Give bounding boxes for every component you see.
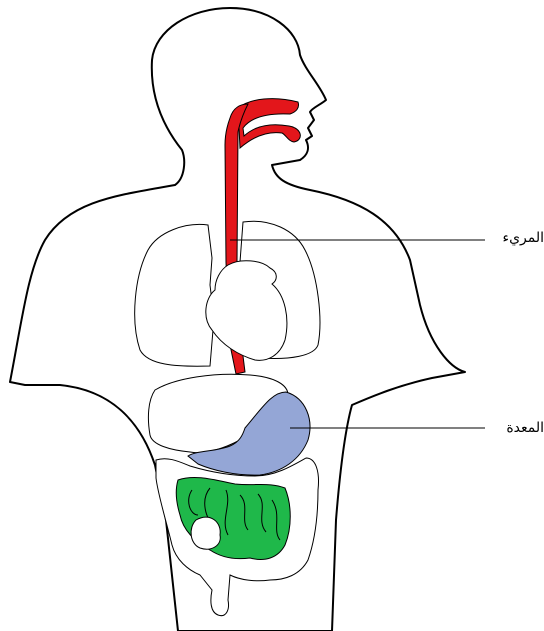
cecum xyxy=(191,517,220,549)
esophagus-label: المريء xyxy=(502,231,544,245)
stomach-label: المعدة xyxy=(506,421,544,435)
